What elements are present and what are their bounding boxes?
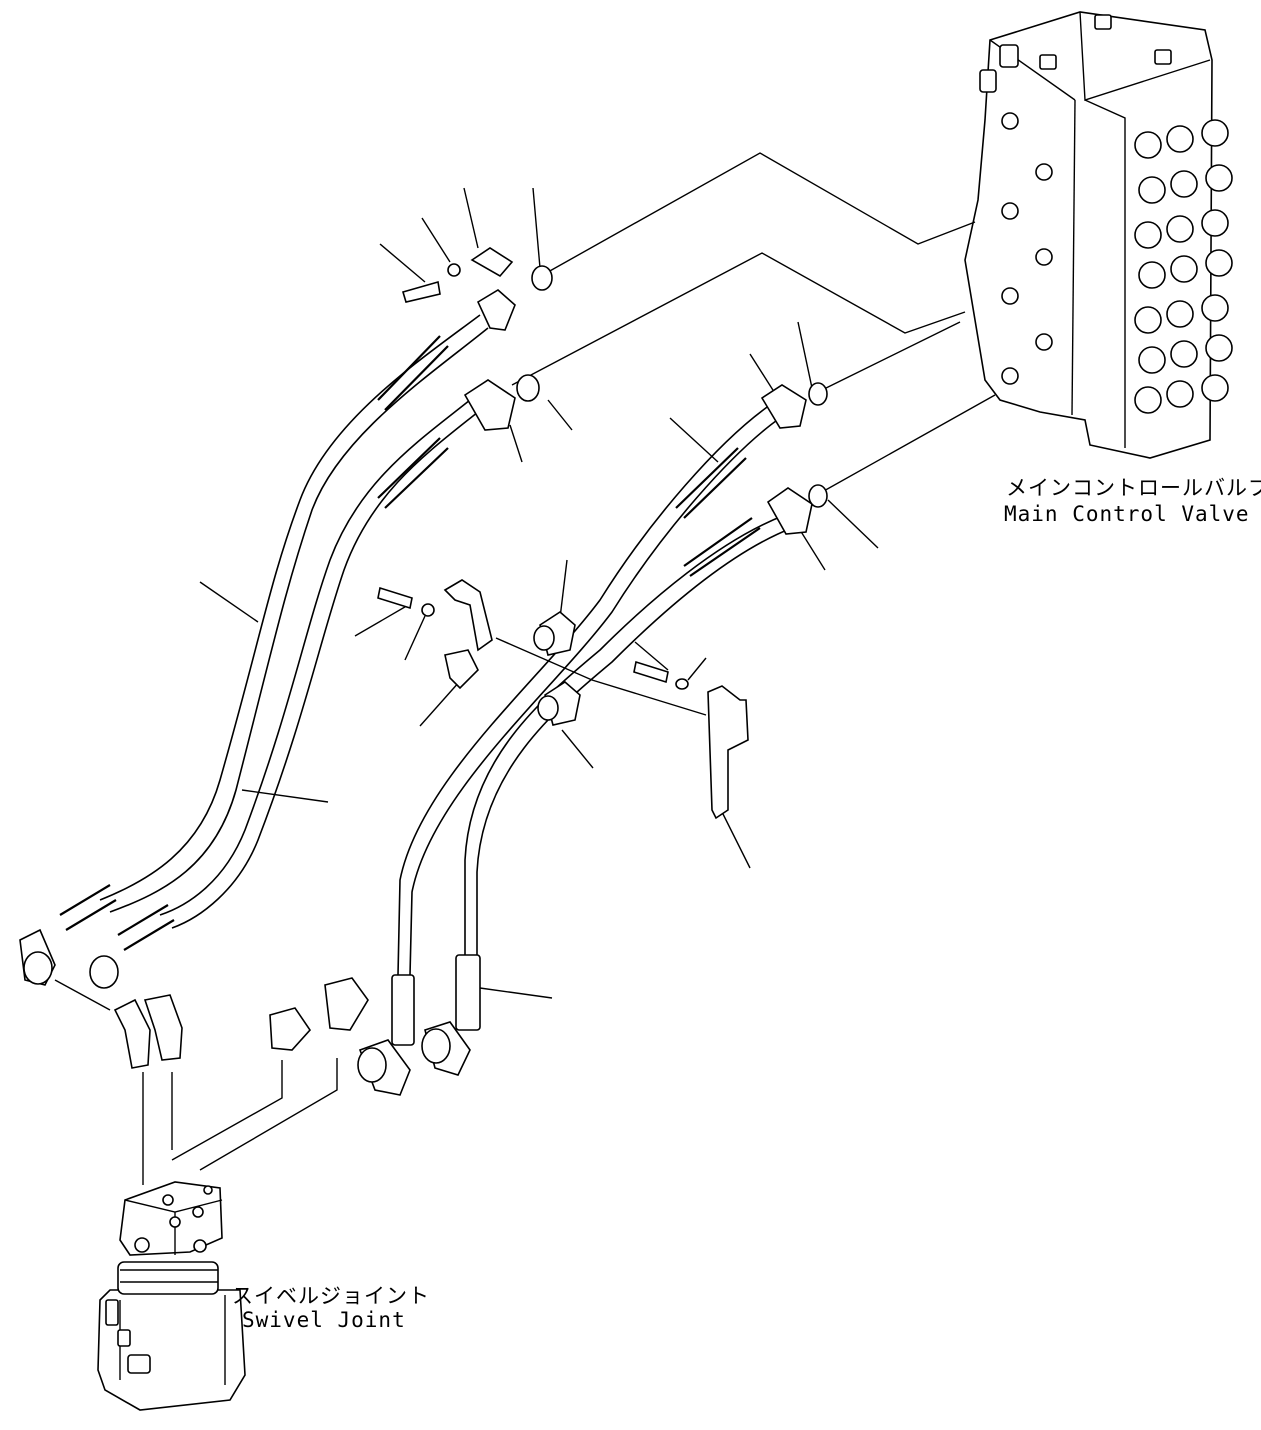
main-control-valve-label-en: Main Control Valve (1004, 502, 1250, 526)
swivel-joint-label-en: Swivel Joint (242, 1308, 406, 1332)
valve-fitting (1205, 334, 1233, 362)
swivel-joint (97, 1181, 246, 1411)
valve-fitting (1201, 119, 1229, 147)
valve-fitting (1134, 221, 1162, 249)
valve-fitting (1001, 367, 1019, 385)
valve-fitting (1201, 209, 1229, 237)
valve-fitting (1134, 131, 1162, 159)
valve-fitting (1205, 164, 1233, 192)
valve-fitting (1166, 300, 1194, 328)
valve-fitting (1138, 261, 1166, 289)
valve-fitting (1201, 294, 1229, 322)
valve-fitting (1001, 287, 1019, 305)
valve-fitting (1170, 340, 1198, 368)
valve-fitting (1138, 346, 1166, 374)
fittings (19, 247, 828, 1096)
valve-fitting (1166, 125, 1194, 153)
valve-fitting (1201, 374, 1229, 402)
valve-fitting (1001, 112, 1019, 130)
hoses (59, 314, 793, 1046)
leader-lines (54, 152, 996, 1185)
main-control-valve (964, 11, 1233, 459)
valve-fitting (1170, 170, 1198, 198)
valve-fitting (1035, 248, 1053, 266)
valve-fitting (1001, 202, 1019, 220)
swivel-joint-label-ja: スイベルジョイント (232, 1284, 430, 1308)
valve-fitting (1170, 255, 1198, 283)
valve-fitting (1205, 249, 1233, 277)
valve-fitting (1166, 380, 1194, 408)
valve-fitting (1134, 306, 1162, 334)
valve-fitting (1166, 215, 1194, 243)
main-control-valve-label-ja: メインコントロールバルブ (1006, 476, 1261, 500)
valve-fitting (1134, 386, 1162, 414)
valve-fitting (1138, 176, 1166, 204)
valve-fitting (1035, 163, 1053, 181)
valve-fitting (1035, 333, 1053, 351)
